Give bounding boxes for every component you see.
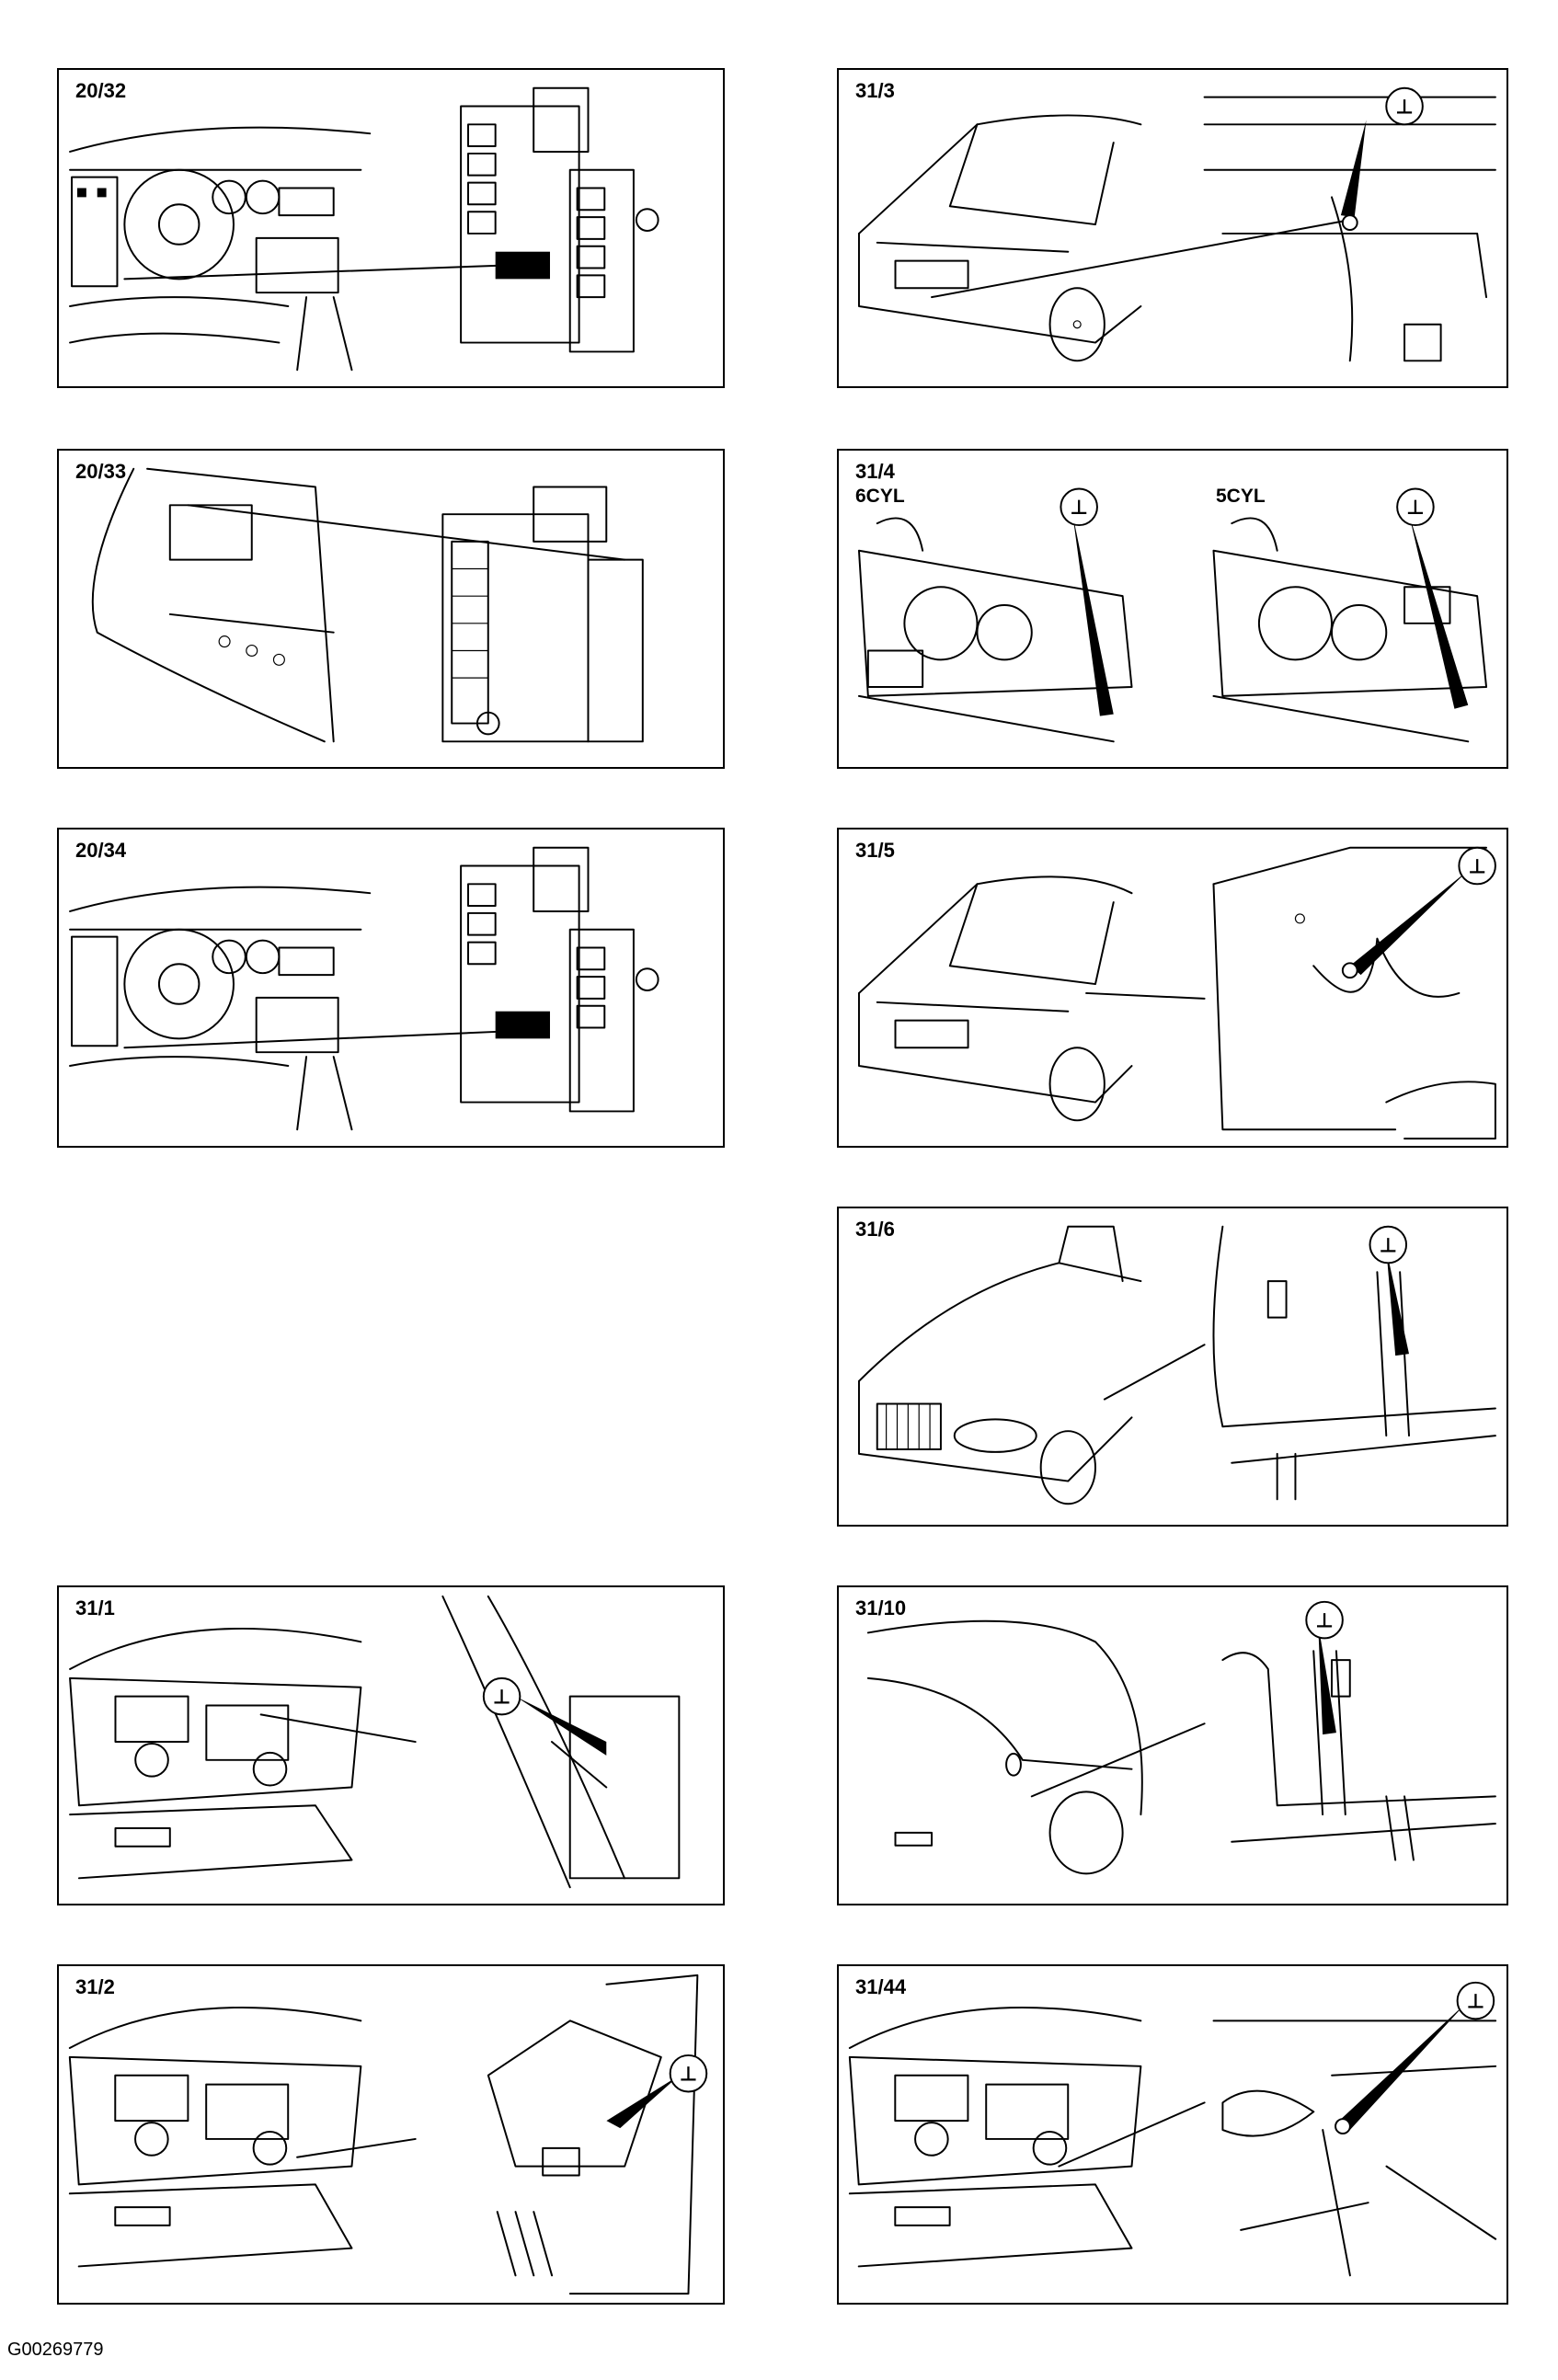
car-rear-icon (857, 875, 1133, 1122)
ground-symbol-icon: ⊥ (1305, 1600, 1344, 1735)
panel-label: 31/3 (855, 79, 895, 102)
relay-box-icon (460, 86, 659, 353)
relay-box-icon (460, 846, 659, 1113)
ground-symbol: ⊥ (680, 2063, 698, 2086)
panel-31-3: 31/3 ⊥ (837, 68, 1508, 388)
panel-20-34: 20/34 (57, 828, 725, 1148)
panel-label: 31/1 (75, 1596, 115, 1619)
ground-symbol: ⊥ (1466, 1990, 1484, 2013)
engine-bay-ground-illustration: ⊥ (69, 1595, 681, 1889)
ground-symbol: ⊥ (1070, 496, 1088, 519)
panel-label: 31/5 (855, 839, 895, 862)
dashboard-icon (69, 886, 372, 1131)
dashboard-fusebox-illustration (69, 846, 659, 1131)
panel-31-1: 31/1 ⊥ (57, 1585, 725, 1905)
panel-label: 31/6 (855, 1218, 895, 1241)
panel-31-5: 31/5 ⊥ (837, 828, 1508, 1148)
car-front-icon (866, 1619, 1143, 1875)
rear-ground-illustration: ⊥ (857, 846, 1496, 1140)
engine-bay-icon (848, 2006, 1142, 2268)
panel-20-32: 20/32 (57, 68, 725, 388)
engine-ground-illustration: ⊥ ⊥ (857, 487, 1488, 743)
engine-bay-ground-illustration: ⊥ (68, 1974, 708, 2295)
dashboard-fusebox-illustration (69, 86, 659, 372)
engine-bay-icon (68, 2006, 362, 2268)
car-front-icon (857, 1225, 1142, 1505)
panel-31-10: 31/10 ⊥ (837, 1585, 1508, 1905)
ground-symbol-icon: ⊥ (1341, 846, 1496, 979)
ground-symbol: ⊥ (1406, 496, 1425, 519)
ground-symbol-icon: ⊥ (1396, 487, 1469, 709)
panel-31-2: 31/2 ⊥ (57, 1964, 725, 2305)
panel-31-6: 31/6 ⊥ (837, 1207, 1508, 1527)
panel-20-33: 20/33 (57, 449, 725, 769)
ground-symbol-icon: ⊥ (1060, 487, 1114, 716)
b-pillar-ground-illustration: ⊥ (866, 1600, 1496, 1875)
ground-symbol: ⊥ (493, 1686, 511, 1709)
ground-symbol: ⊥ (1468, 854, 1486, 877)
panel-label: 20/34 (75, 839, 127, 862)
panel-31-44: 31/44 ⊥ (837, 1964, 1508, 2305)
trunk-fusebox-illustration (91, 467, 644, 743)
car-rear-icon (857, 114, 1142, 362)
sublabel-5cyl: 5CYL (1216, 486, 1266, 507)
dashboard-icon (69, 126, 372, 372)
panel-label: 20/33 (75, 460, 127, 483)
engine-bay-ground-illustration: ⊥ (848, 1981, 1497, 2277)
ground-symbol-icon: ⊥ (1340, 86, 1424, 231)
ground-symbol: ⊥ (1395, 95, 1414, 118)
panel-31-4: 31/4 6CYL 5CYL ⊥ ⊥ (837, 449, 1508, 769)
rear-ground-illustration: ⊥ (857, 86, 1496, 362)
engine-bay-icon (1212, 517, 1488, 743)
ground-symbol: ⊥ (1315, 1608, 1334, 1631)
engine-bay-icon (69, 1627, 362, 1880)
engine-bay-icon (857, 517, 1133, 743)
ground-symbol-icon: ⊥ (482, 1676, 607, 1756)
panel-label: 31/2 (75, 1975, 115, 1998)
ground-symbol-icon: ⊥ (1335, 1981, 1495, 2134)
ground-symbol: ⊥ (1379, 1233, 1397, 1256)
panel-label: 31/44 (855, 1975, 907, 1998)
relay-box-icon (441, 486, 644, 743)
sublabel-6cyl: 6CYL (855, 486, 905, 507)
ground-symbol-icon: ⊥ (1369, 1225, 1410, 1356)
ground-symbol-icon: ⊥ (606, 2054, 708, 2129)
panel-label: 31/10 (855, 1596, 907, 1619)
document-id: G00269779 (7, 2340, 104, 2360)
panel-label: 20/32 (75, 79, 127, 102)
a-pillar-ground-illustration: ⊥ (857, 1225, 1496, 1505)
panel-label: 31/4 (855, 460, 895, 483)
car-rear-icon (91, 467, 335, 743)
